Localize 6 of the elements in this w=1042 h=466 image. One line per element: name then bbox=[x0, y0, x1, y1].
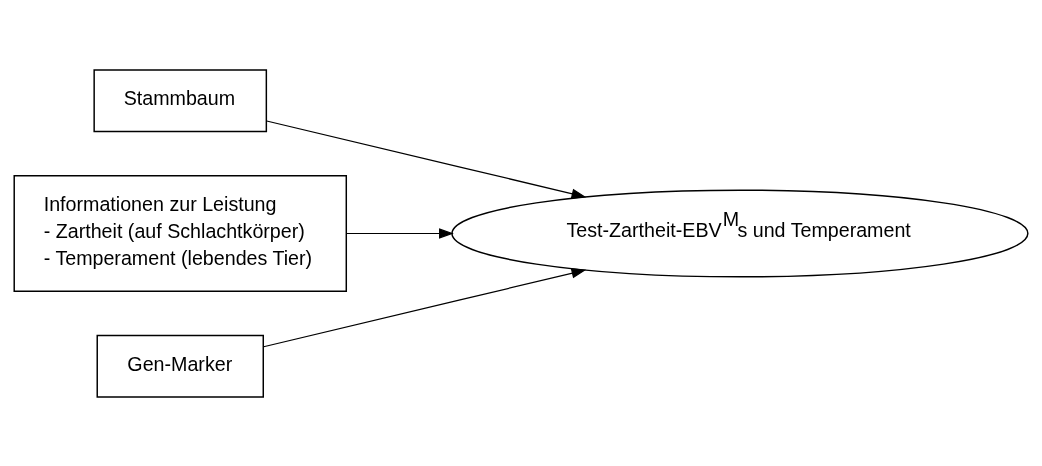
node-box: Stammbaum bbox=[93, 68, 268, 132]
node-box: Informationen zur Leistung - Zartheit (auf Schlachtkörper) - Temperament (lebendes Tier) bbox=[13, 174, 348, 292]
node-box: Gen-Marker bbox=[96, 334, 264, 398]
arrow bbox=[263, 267, 587, 347]
arrow bbox=[266, 119, 587, 199]
arrow bbox=[345, 227, 454, 239]
